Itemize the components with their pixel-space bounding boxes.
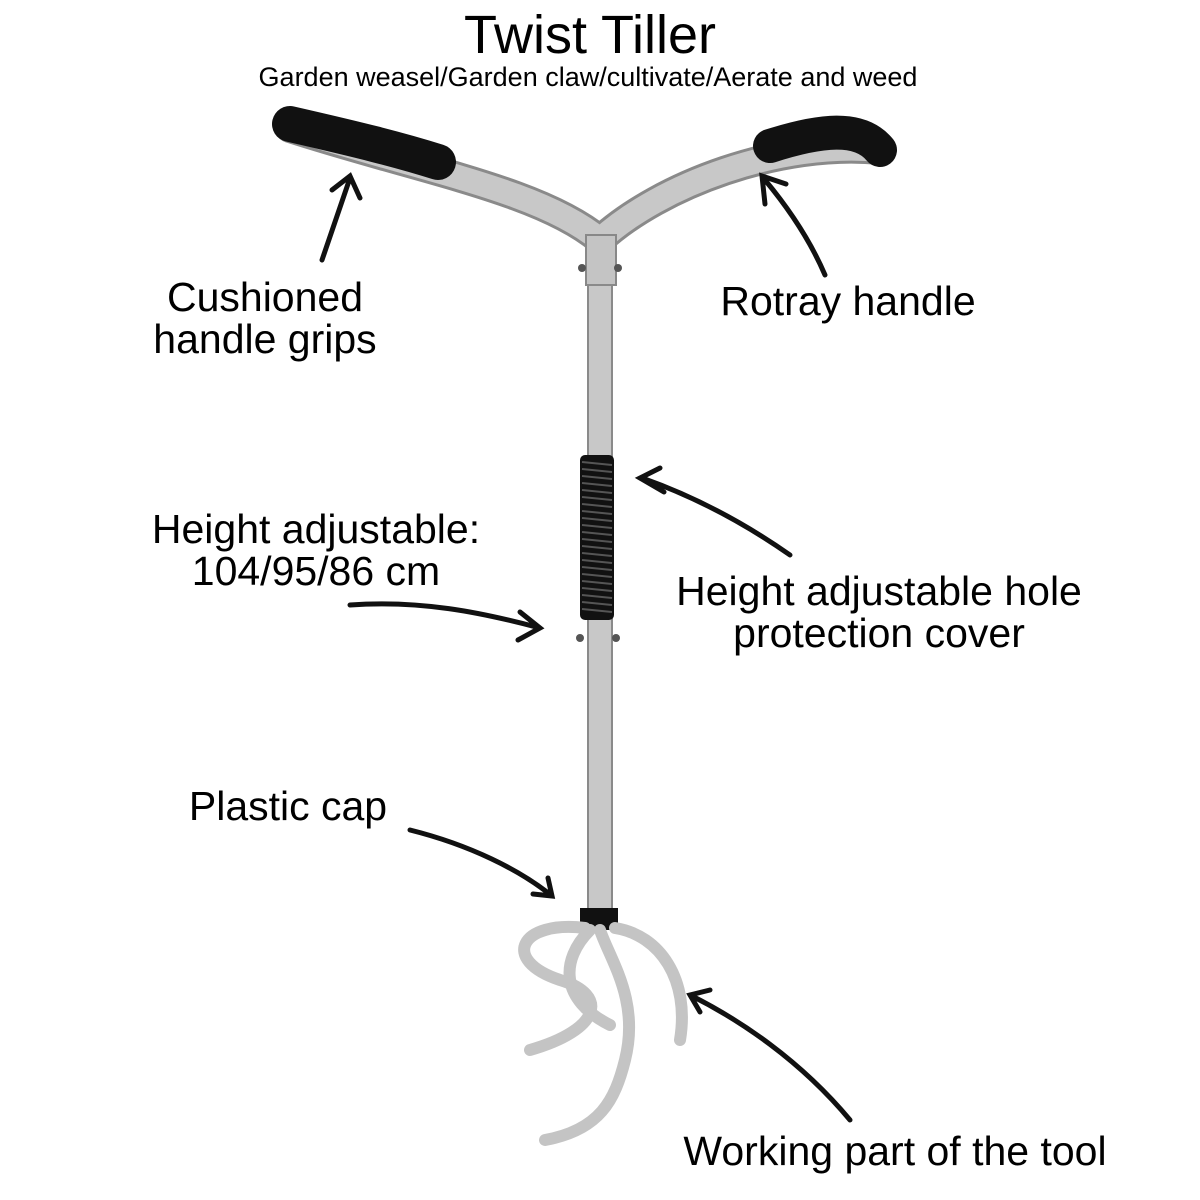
cover-rib — [581, 601, 613, 606]
arrow-working — [686, 987, 853, 1123]
cover-rib — [581, 552, 613, 557]
cover-rib — [581, 608, 613, 613]
arrow-handle — [759, 172, 828, 278]
label-height-adjustable: Height adjustable: 104/95/86 cm — [120, 508, 512, 592]
label-cushioned-grips: Cushioned handle grips — [130, 276, 400, 360]
label-rotary-handle: Rotray handle — [720, 278, 976, 324]
arrow-cap — [407, 827, 556, 899]
label-working-part: Working part of the tool — [683, 1128, 1107, 1174]
cover-rib — [581, 489, 613, 494]
cover-rib — [581, 468, 613, 473]
diagram-title: Twist Tiller — [463, 5, 717, 65]
cover-rib — [581, 461, 613, 466]
cover-rib — [581, 587, 613, 592]
label-line: Height adjustable hole — [676, 568, 1082, 614]
cover-rib — [581, 559, 613, 564]
arrow-grips — [319, 172, 363, 263]
cover-rib — [581, 538, 613, 543]
label-plastic-cap: Plastic cap — [188, 783, 388, 829]
label-line: Cushioned — [166, 274, 364, 320]
hole-protection-cover — [580, 455, 614, 620]
cover-rib — [581, 524, 613, 529]
tines — [518, 920, 688, 1146]
arrows — [319, 172, 853, 1123]
label-protection-cover: Height adjustable hole protection cover — [640, 570, 1118, 654]
cover-rib — [581, 482, 613, 487]
label-line: protection cover — [733, 610, 1025, 656]
cover-rib — [581, 517, 613, 522]
left-grip — [272, 106, 456, 180]
cover-rib — [581, 573, 613, 578]
cover-rib — [581, 503, 613, 508]
arrow-cover — [634, 465, 793, 558]
label-line: 104/95/86 cm — [191, 548, 441, 594]
cover-rib — [581, 475, 613, 480]
cover-rib — [581, 545, 613, 550]
cover-rib — [581, 594, 613, 599]
cover-rib — [581, 531, 613, 536]
label-line: Height adjustable: — [151, 506, 481, 552]
diagram-subtitle: Garden weasel/Garden claw/cultivate/Aera… — [258, 62, 918, 92]
arrow-height — [347, 601, 545, 643]
label-line: handle grips — [153, 316, 377, 362]
cover-rib — [581, 580, 613, 585]
cover-rib — [581, 496, 613, 501]
cover-rib — [581, 566, 613, 571]
cover-rib — [581, 510, 613, 515]
right-grip — [753, 115, 897, 167]
